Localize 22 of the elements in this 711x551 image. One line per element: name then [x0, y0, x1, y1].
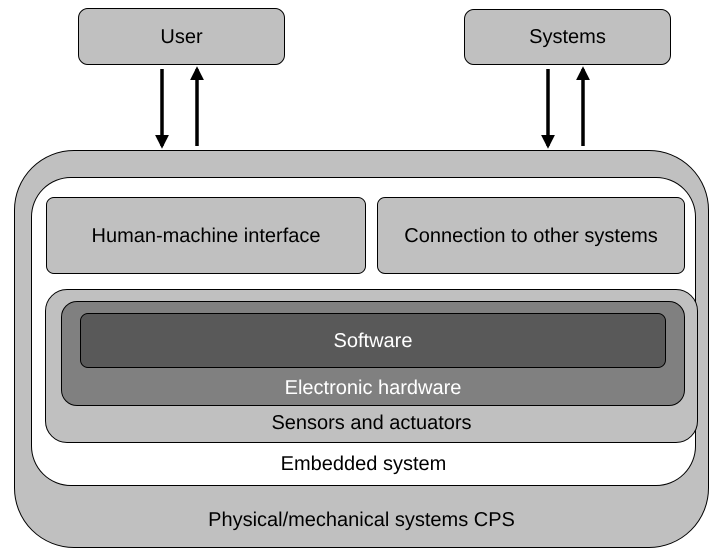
node-label: Connection to other systems	[403, 224, 659, 248]
arrow	[190, 66, 204, 146]
arrow	[155, 69, 169, 149]
system-layer	[61, 301, 685, 406]
entity-box	[78, 8, 285, 65]
node-label: Embedded system	[280, 452, 448, 477]
system-layer	[80, 313, 666, 368]
component-box	[377, 197, 685, 274]
component-box	[46, 197, 366, 274]
system-layer	[14, 150, 709, 548]
arrow	[576, 66, 590, 146]
node-label: Electronic hardware	[284, 376, 462, 401]
node-label: Software	[332, 328, 414, 354]
system-layer	[45, 289, 698, 443]
node-label: Sensors and actuators	[270, 411, 473, 436]
node-label: Systems	[528, 25, 607, 50]
node-label: Physical/mechanical systems CPS	[207, 508, 516, 533]
entity-box	[464, 9, 671, 65]
arrow	[541, 69, 555, 149]
node-label: User	[159, 24, 204, 50]
node-label: Human-machine interface	[90, 224, 322, 248]
system-layer	[31, 177, 696, 486]
